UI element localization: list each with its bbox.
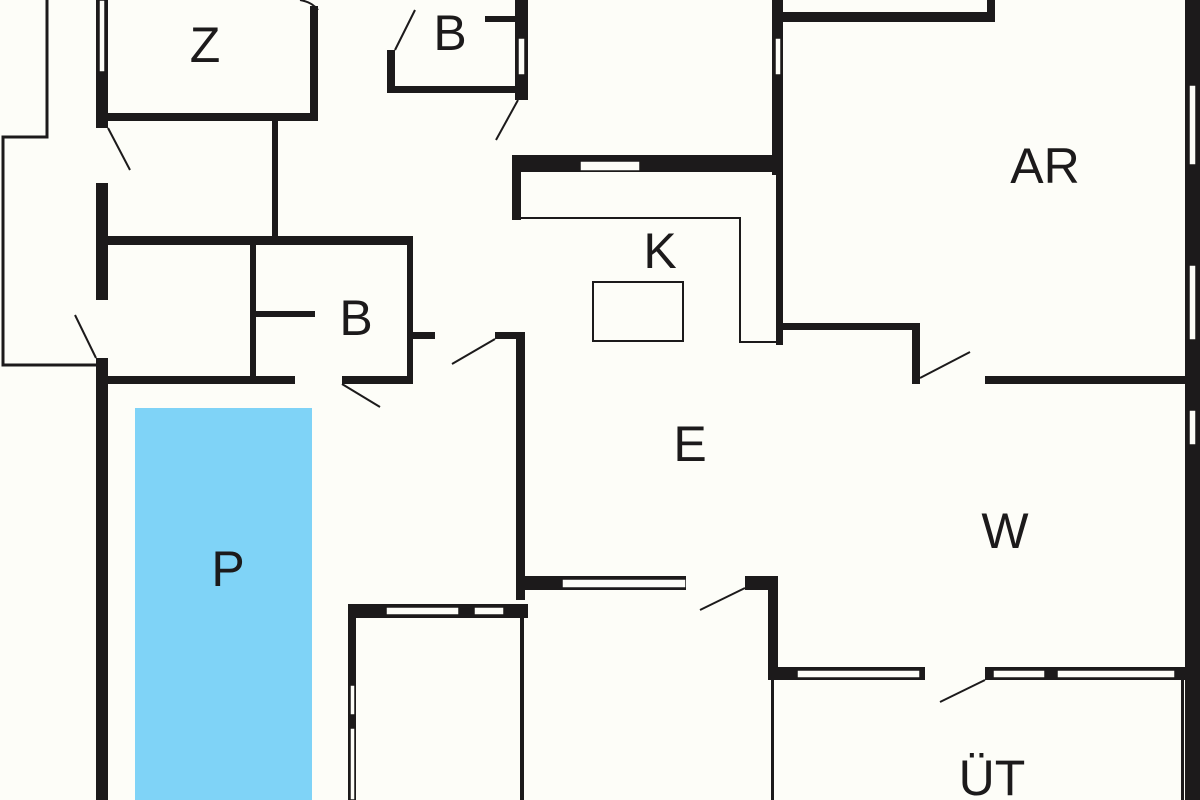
kitchen-counter [521,217,776,343]
room-label-p: P [211,541,244,597]
door-swings [74,0,986,703]
room-label-b-mid: B [339,290,372,346]
room-label-w: W [981,503,1029,559]
room-label-ut: ÜT [959,750,1026,800]
room-label-z: Z [190,17,221,73]
room-label-k: K [643,223,676,279]
kitchen-island [592,281,684,342]
walls [96,0,1200,800]
terrace-outline [1,0,100,367]
pool [135,408,312,800]
room-label-ar: AR [1010,138,1079,194]
room-label-e: E [673,416,706,472]
room-label-b-top: B [433,5,466,61]
